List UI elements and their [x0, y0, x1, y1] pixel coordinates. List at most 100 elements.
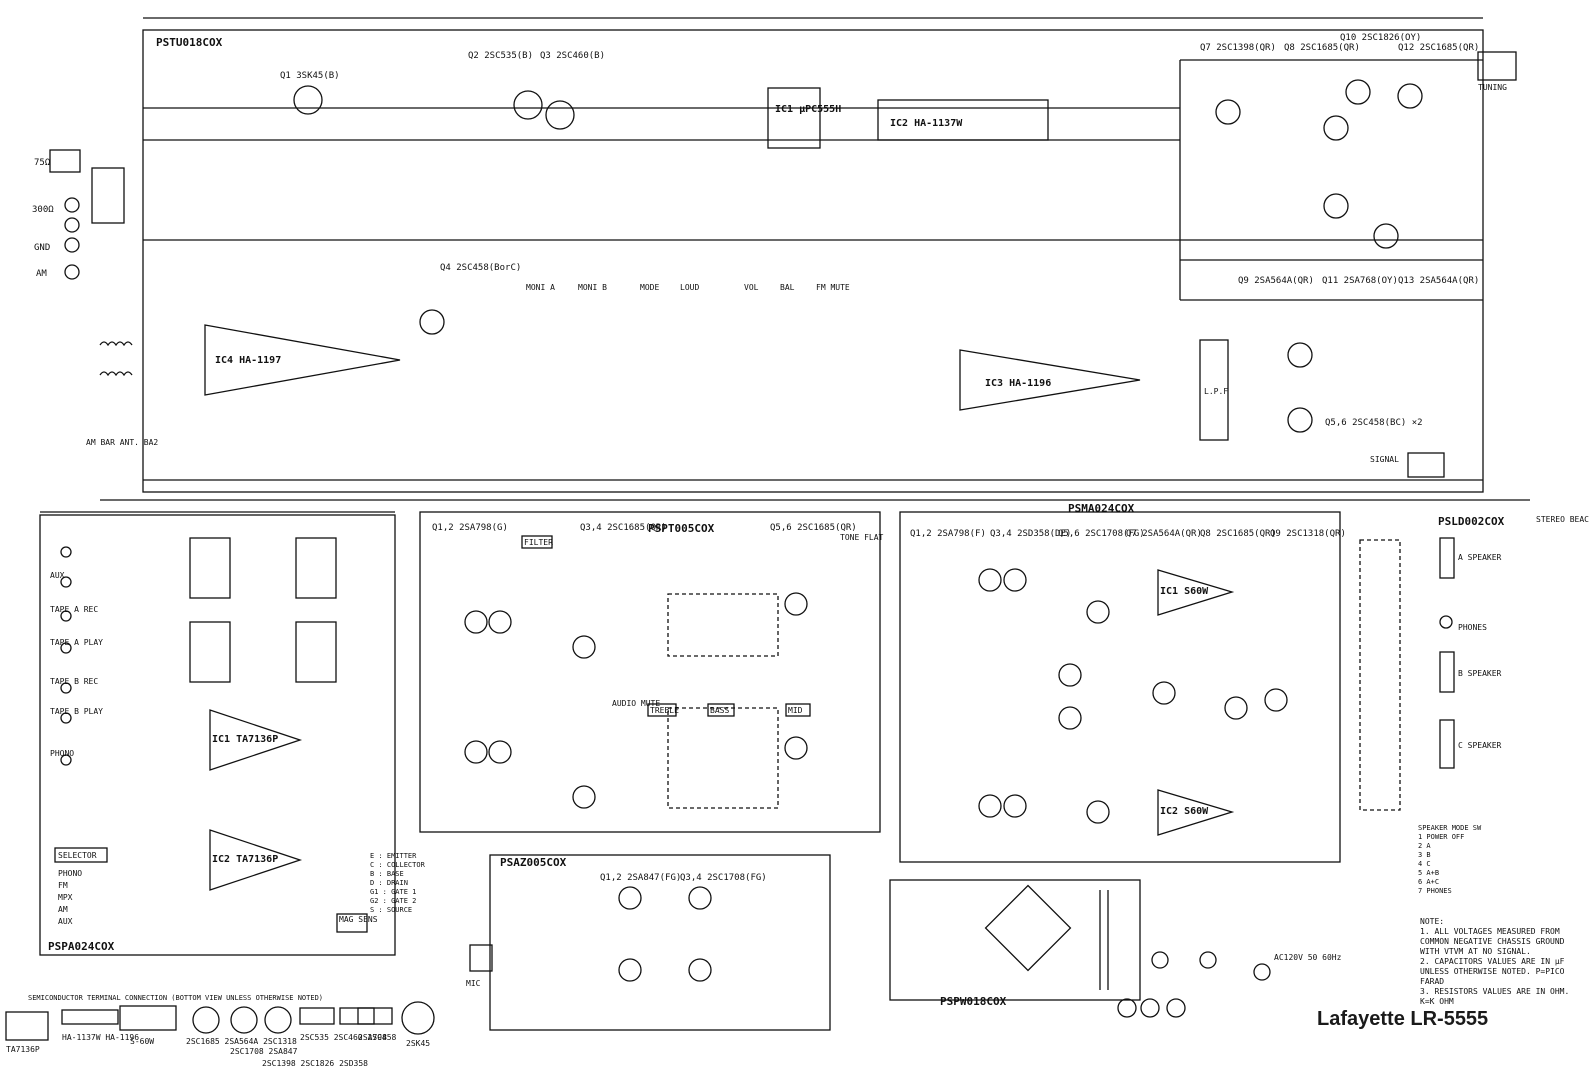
q13-transistor: [1373, 223, 1399, 249]
preamp-board-label: PSPT005COX: [648, 522, 715, 535]
mic-label: MIC: [466, 979, 481, 988]
ant-75-label: 75Ω: [34, 158, 51, 168]
control-bal: BAL: [780, 283, 795, 292]
switch-filter: FILTER: [524, 538, 553, 547]
part-2sc1398: 2SC1398 2SC1826 2SD358: [262, 1059, 368, 1068]
speaker-mode-line: 4 C: [1418, 860, 1431, 868]
control-treble: TREBLE: [650, 706, 679, 715]
note-line: 3. RESISTORS VALUES ARE IN OHM. K=K OHM: [1420, 987, 1570, 1006]
legend-line: G2 : GATE 2: [370, 897, 417, 905]
q3-label: Q3 2SC460(B): [540, 51, 605, 61]
phono-ic1-label: IC1 TA7136P: [212, 734, 278, 745]
q8-top-label: Q8 2SC1685(QR): [1284, 43, 1360, 53]
page-title: Lafayette LR-5555: [1317, 1008, 1489, 1030]
selector-option-fm: FM: [58, 881, 68, 890]
filter-box: [521, 535, 553, 549]
power-board-outline: [889, 879, 1141, 1001]
az-q12-label: Q1,2 2SA847(FG): [600, 873, 681, 883]
treble-box: [647, 703, 677, 717]
note-line: NOTE:: [1420, 917, 1445, 926]
selector-label: SELECTOR: [58, 851, 97, 860]
am-label: AM: [36, 269, 47, 279]
am-bar-label: AM BAR ANT. BA2: [86, 438, 158, 447]
ma-q7-label: Q7 2SA564A(QR): [1126, 529, 1202, 539]
q12-transistor: [1397, 83, 1423, 109]
pt-q34-label: Q3,4 2SC1685(QR): [580, 523, 667, 533]
lpf-label: L.P.F: [1204, 387, 1228, 396]
tuning-label: TUNING: [1478, 83, 1507, 92]
bass-box: [707, 703, 735, 717]
ic3-tuner-label: IC3 HA-1196: [985, 378, 1051, 389]
selector-box: [54, 847, 108, 863]
part-2sk45: 2SK45: [406, 1039, 430, 1048]
phono-ic2: [209, 829, 303, 891]
q4-label: Q4 2SC458(BorC): [440, 263, 521, 273]
b-speaker-label: B SPEAKER: [1458, 669, 1502, 678]
note-line: 2. CAPACITORS VALUES ARE IN µF UNLESS OT…: [1420, 957, 1565, 986]
ma-q12-label: Q1,2 2SA798(F): [910, 529, 986, 539]
control-vol: VOL: [744, 283, 759, 292]
q8-transistor: [1323, 115, 1349, 141]
legend-line: B : BASE: [370, 870, 404, 878]
speaker-mode-line: 5 A+B: [1418, 869, 1440, 877]
preamp-board-outline: [419, 511, 881, 833]
part-ha1137w: HA-1137W HA-1196: [62, 1033, 139, 1042]
ic2-tuner-label: IC2 HA-1137W: [890, 118, 963, 129]
q5-transistor: [1287, 342, 1313, 368]
ant-75-terminal: [49, 149, 81, 173]
ma-q34-label: Q3,4 2SD358(DE): [990, 529, 1071, 539]
amp-ic2: [1157, 789, 1235, 836]
az-q34-label: Q3,4 2SC1708(FG): [680, 873, 767, 883]
tuner-board-outline: [142, 29, 1484, 493]
q9-bot-label: Q9 2SA564A(QR): [1238, 276, 1314, 286]
selector-option-phono: PHONO: [58, 869, 82, 878]
q10-top-label: Q10 2SC1826(OY): [1340, 33, 1421, 43]
control-bass: BASS: [710, 706, 729, 715]
q1-fet: [293, 85, 323, 115]
speaker-mode-line: 7 PHONES: [1418, 887, 1452, 895]
q2-label: Q2 2SC535(B): [468, 51, 533, 61]
switch-loud: LOUD: [680, 283, 699, 292]
legend-line: G1 : GATE 1: [370, 888, 417, 896]
ic4-amplifier: [204, 324, 401, 396]
part-2sc1685: 2SC1685 2SA564A 2SC1318: [186, 1037, 297, 1046]
tape-a-rec-label: TAPE A REC: [50, 605, 98, 614]
main-amp-board-label: PSMA024COX: [1068, 502, 1135, 515]
ant-300b: [64, 217, 80, 233]
q4-transistor: [419, 309, 445, 335]
terminal-legend: E : EMITTER C : COLLECTOR B : BASE D : D…: [370, 852, 425, 915]
part-2sc1708: 2SC1708 2SA847: [230, 1047, 298, 1056]
ic3-amplifier: [959, 349, 1141, 411]
a-speaker-label: A SPEAKER: [1458, 553, 1502, 562]
mag-sens-box: [336, 913, 368, 933]
am-terminal: [64, 264, 80, 280]
speaker-mode-line: 2 A: [1418, 842, 1431, 850]
beacon-label: STEREO BEACON: [1536, 515, 1589, 524]
beacon-board-label: PSLD002COX: [1438, 515, 1505, 528]
part-2sa798: 2SA798: [358, 1033, 387, 1042]
signal-label: SIGNAL: [1370, 455, 1399, 464]
q13-bot-label: Q13 2SA564A(QR): [1398, 276, 1479, 286]
amp-ic2-label: IC2 S60W: [1160, 806, 1209, 817]
tape-b-rec-label: TAPE B REC: [50, 677, 98, 686]
mag-sens-label: MAG SENS: [339, 915, 378, 924]
q7-transistor: [1215, 99, 1241, 125]
pt-q56-label: Q5,6 2SC1685(QR): [770, 523, 857, 533]
part-ta7136p: TA7136P: [6, 1045, 40, 1054]
speaker-mode-line: 1 POWER OFF: [1418, 833, 1465, 841]
legend-line: E : EMITTER: [370, 852, 417, 860]
phono-board-label: PSPA024COX: [48, 940, 115, 953]
speaker-mode-line: 3 B: [1418, 851, 1431, 859]
switch-moni-a: MONI A: [526, 283, 555, 292]
signal-meter: [1407, 452, 1445, 478]
control-mid: MID: [788, 706, 803, 715]
mid-box: [785, 703, 811, 717]
ic4-tuner-label: IC4 HA-1197: [215, 355, 281, 366]
main-amp-board-outline: [899, 511, 1341, 863]
q1-label: Q1 3SK45(B): [280, 71, 340, 81]
lpf-box: [1199, 339, 1229, 441]
phono-label: PHONO: [50, 749, 74, 758]
selector-option-mpx: MPX: [58, 893, 73, 902]
tape-a-play-label: TAPE A PLAY: [50, 638, 103, 647]
tuning-meter: [1477, 51, 1517, 81]
